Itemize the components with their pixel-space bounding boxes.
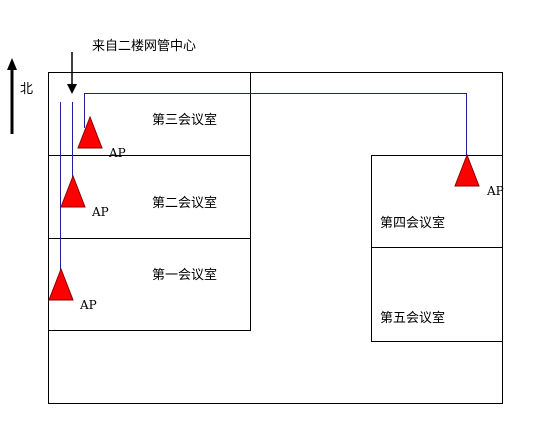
ap-triangle-icon	[48, 267, 74, 301]
ap-triangle-icon	[60, 174, 86, 208]
ap-label: AP	[108, 146, 126, 160]
ap-triangle-icon	[454, 153, 480, 187]
cable-to-ap-4	[84, 93, 467, 160]
room-label-1: 第一会议室	[152, 267, 217, 283]
north-label: 北	[20, 82, 33, 97]
right-room-block	[371, 155, 503, 342]
down-arrow-icon	[67, 52, 77, 94]
room-label-4: 第四会议室	[380, 215, 445, 231]
north-arrow	[7, 58, 17, 134]
ap-label: AP	[486, 184, 504, 198]
ap-label: AP	[79, 298, 97, 312]
ap-triangle-icon	[77, 115, 103, 149]
room-label-5: 第五会议室	[380, 310, 445, 326]
room-label-2: 第二会议室	[152, 195, 217, 211]
network-cables	[60, 93, 467, 272]
source-label: 来自二楼网管中心	[92, 39, 196, 54]
ap-label: AP	[91, 205, 109, 219]
room-label-3: 第三会议室	[152, 112, 217, 128]
left-room-block	[48, 72, 251, 331]
